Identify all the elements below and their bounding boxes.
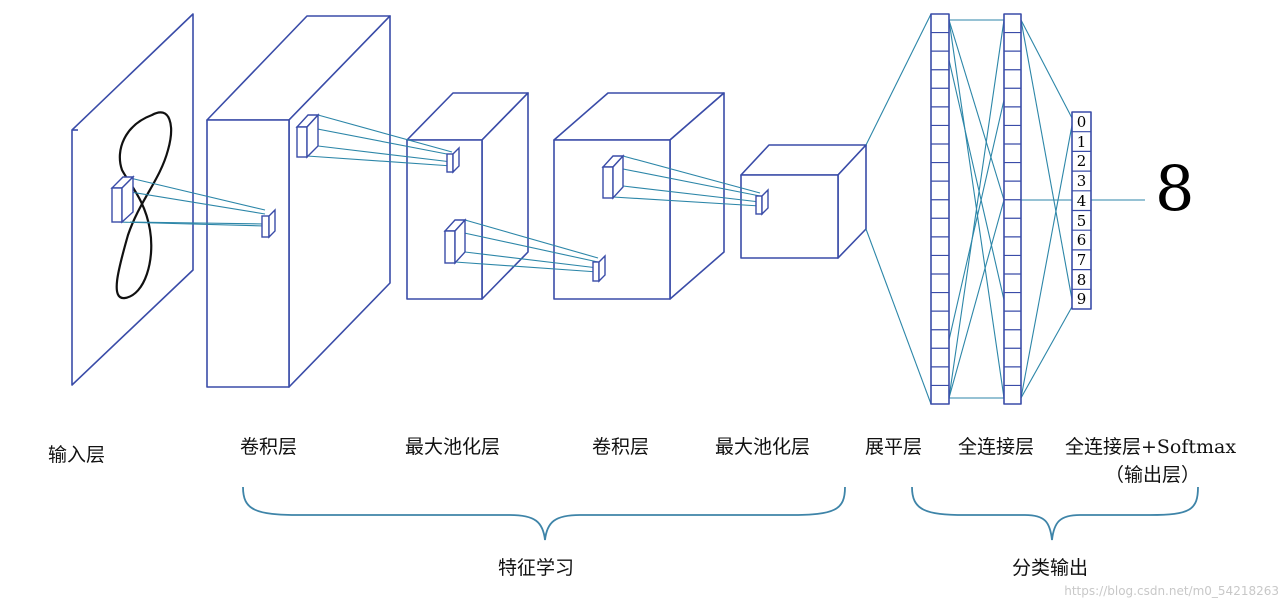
label-fc: 全连接层 bbox=[958, 436, 1035, 458]
pool1-block bbox=[406, 92, 529, 300]
group-classification: 分类输出 bbox=[1012, 557, 1089, 579]
label-output-line2: （输出层） bbox=[1105, 464, 1201, 486]
label-conv2: 卷积层 bbox=[592, 436, 650, 458]
watermark: https://blog.csdn.net/m0_54218263 bbox=[1064, 584, 1279, 598]
label-pool2: 最大池化层 bbox=[715, 436, 811, 458]
feature-learning-brace bbox=[242, 486, 846, 541]
output-column bbox=[1071, 111, 1092, 310]
output-digit-6: 6 bbox=[1076, 231, 1087, 250]
handwritten-eight bbox=[115, 111, 173, 300]
prediction-result: 8 bbox=[1155, 152, 1195, 225]
output-digit-5: 5 bbox=[1076, 211, 1087, 230]
conv2-block bbox=[553, 92, 725, 300]
group-feature-learning: 特征学习 bbox=[498, 557, 575, 579]
output-digit-8: 8 bbox=[1076, 270, 1087, 289]
conv1-block bbox=[206, 15, 391, 388]
kernel-connections bbox=[110, 113, 769, 283]
label-input-layer: 输入层 bbox=[48, 444, 106, 466]
output-digit-4: 4 bbox=[1076, 191, 1087, 210]
output-digit-1: 1 bbox=[1076, 132, 1087, 151]
output-digit-7: 7 bbox=[1076, 250, 1087, 269]
output-digit-2: 2 bbox=[1076, 152, 1087, 171]
label-flatten: 展平层 bbox=[865, 436, 923, 458]
label-output-line1: 全连接层+Softmax bbox=[1065, 436, 1237, 458]
label-conv1: 卷积层 bbox=[240, 436, 298, 458]
label-pool1: 最大池化层 bbox=[405, 436, 501, 458]
output-digit-3: 3 bbox=[1076, 172, 1087, 191]
flatten-connections bbox=[865, 13, 932, 405]
dense-connections bbox=[948, 19, 1145, 399]
classification-brace bbox=[911, 486, 1199, 541]
fc-column bbox=[1003, 13, 1022, 405]
flatten-column bbox=[930, 13, 950, 405]
output-digit-0: 0 bbox=[1076, 113, 1087, 131]
output-digit-9: 9 bbox=[1076, 290, 1087, 309]
